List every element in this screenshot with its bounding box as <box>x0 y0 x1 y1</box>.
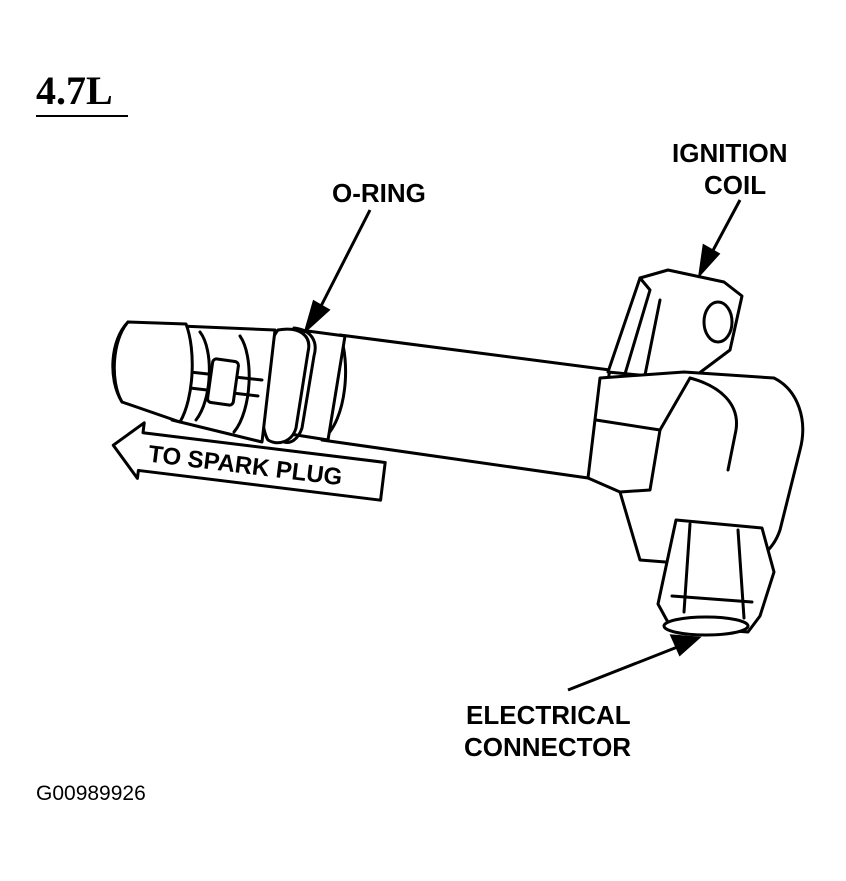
electrical-connector-label-line2: CONNECTOR <box>464 732 631 762</box>
spark-plug-end <box>111 320 194 424</box>
connector-arrowhead <box>669 634 702 657</box>
ignition-coil-leader <box>708 199 742 257</box>
leader-arrows <box>303 199 742 692</box>
o-ring-label: O-RING <box>332 178 426 208</box>
ignition-coil-label-line2: COIL <box>704 170 766 200</box>
ignition-coil-drawing <box>111 268 805 637</box>
ignition-coil-label-line1: IGNITION <box>672 138 788 168</box>
engine-label: 4.7L <box>36 68 113 113</box>
connector-opening <box>662 615 750 637</box>
electrical-connector-label-line1: ELECTRICAL <box>466 700 631 730</box>
connector-leader <box>567 644 681 692</box>
mounting-hole <box>702 300 734 344</box>
boot-window <box>206 357 240 407</box>
o-ring-arrowhead <box>303 299 331 335</box>
ignition-coil-arrowhead <box>697 243 721 279</box>
o-ring-leader <box>316 209 372 313</box>
direction-arrow-shape <box>111 421 387 502</box>
electrical-connector <box>656 518 776 634</box>
coil-barrel <box>320 333 612 480</box>
figure-id: G00989926 <box>36 782 146 805</box>
o-ring-inner <box>282 326 317 444</box>
